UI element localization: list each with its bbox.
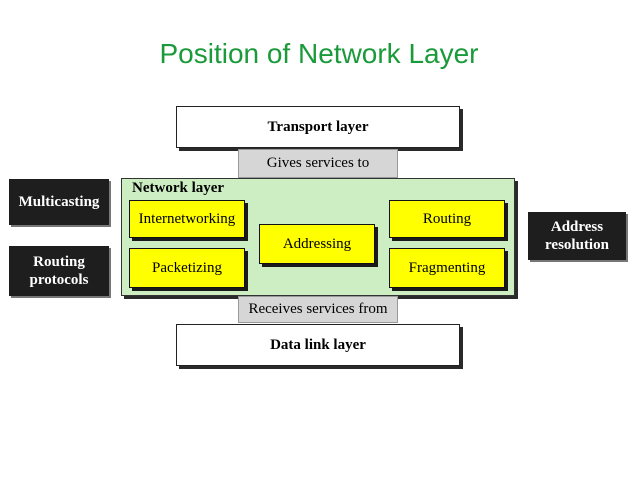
routing-protocols-line2: protocols [29, 272, 89, 288]
gives-services-strip: Gives services to [238, 149, 398, 178]
receives-services-strip: Receives services from [238, 296, 398, 323]
routing-box: Routing [389, 200, 505, 238]
address-resolution-line1: Address [550, 219, 604, 235]
packetizing-box: Packetizing [129, 248, 245, 288]
fragmenting-box: Fragmenting [389, 248, 505, 288]
transport-layer-box: Transport layer [176, 106, 460, 148]
internetworking-box: Internetworking [129, 200, 245, 238]
address-resolution-label: Address resolution [528, 212, 626, 260]
multicasting-text: Multicasting [18, 194, 100, 210]
address-resolution-line2: resolution [545, 237, 609, 253]
addressing-box: Addressing [259, 224, 375, 264]
routing-protocols-label: Routing protocols [9, 246, 109, 296]
multicasting-label: Multicasting [9, 179, 109, 225]
diagram-title: Position of Network Layer [159, 38, 479, 69]
routing-protocols-line1: Routing [33, 254, 85, 270]
network-layer-label: Network layer [132, 180, 225, 196]
data-link-layer-box: Data link layer [176, 324, 460, 366]
